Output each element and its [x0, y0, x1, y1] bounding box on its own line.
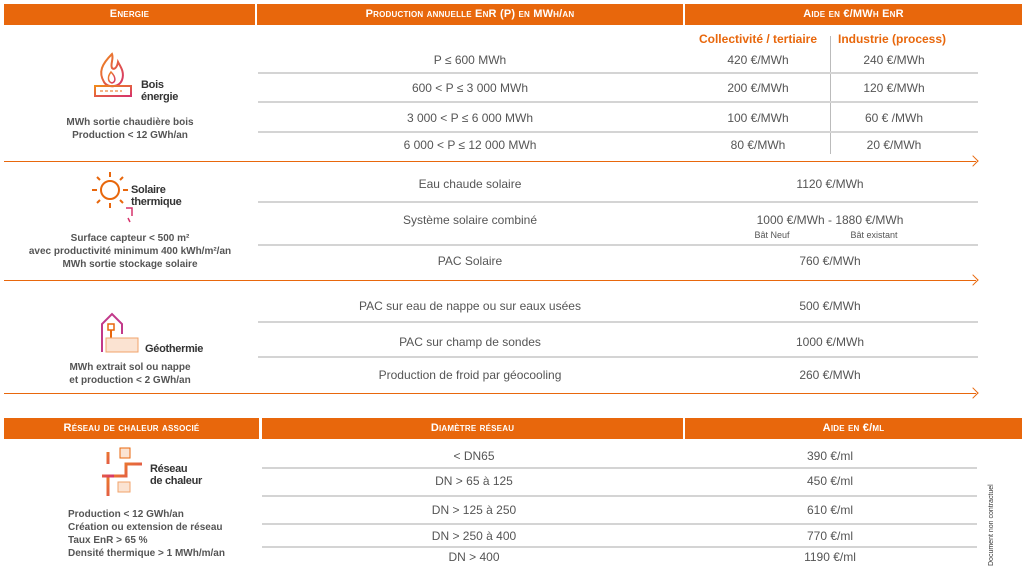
row-separator: [258, 101, 978, 103]
bois-description: MWh sortie chaudière bois Production < 1…: [66, 116, 193, 142]
reseau-description: Production < 12 GWh/an Création ou exten…: [68, 508, 225, 560]
header-reseau: Réseau de chaleur associé: [4, 418, 259, 439]
solaire-note-existant: Bât existant: [850, 230, 898, 240]
section-arrow-divider: [4, 161, 976, 162]
header-diametre: Diamètre réseau: [262, 418, 683, 439]
geothermie-aid: 500 €/MWh: [799, 299, 861, 313]
desc-line: MWh extrait sol ou nappe: [69, 362, 191, 373]
desc-line: Production < 12 GWh/an: [72, 130, 188, 141]
bois-logo-label: Bois énergie: [141, 79, 178, 103]
desc-line: avec productivité minimum 400 kWh/m²/an: [28, 246, 232, 257]
bois-aid-collectivite: 420 €/MWh: [727, 53, 789, 67]
logo-label-line: Réseau: [150, 463, 188, 475]
logo-label-line: thermique: [131, 196, 182, 208]
solar-thermal-icon: [92, 172, 133, 223]
reseau-aid: 390 €/ml: [806, 449, 854, 463]
solaire-aid: 1000 €/MWh - 1880 €/MWh: [756, 213, 904, 227]
row-separator: [258, 131, 978, 133]
header-aide-ml: Aide en €/ml: [685, 418, 1022, 439]
solaire-aid: 1120 €/MWh: [796, 177, 864, 191]
bois-production: P ≤ 600 MWh: [433, 53, 507, 67]
row-separator: [258, 201, 978, 203]
solaire-aid: 760 €/MWh: [799, 254, 861, 268]
reseau-aid: 610 €/ml: [806, 503, 854, 517]
side-note: Document non contractuel: [988, 484, 995, 566]
row-separator: [262, 495, 977, 497]
geothermie-description: MWh extrait sol ou nappe et production <…: [69, 361, 190, 387]
reseau-logo-label: Réseau de chaleur: [150, 463, 202, 487]
bois-aid-collectivite: 80 €/MWh: [730, 138, 786, 152]
bois-aid-industrie: 60 € /MWh: [864, 111, 924, 125]
header-production: Production annuelle EnR (P) en MWh/an: [257, 4, 683, 25]
subheader-collectivite: Collectivité / tertiaire: [698, 32, 818, 46]
bois-aid-collectivite: 200 €/MWh: [727, 81, 789, 95]
solaire-logo-label: Solaire thermique: [131, 184, 182, 208]
desc-line: Production < 12 GWh/an: [68, 509, 184, 520]
header-aide: Aide en €/MWh EnR: [685, 4, 1022, 25]
row-separator: [258, 356, 978, 358]
solaire-production: Eau chaude solaire: [418, 177, 522, 191]
reseau-aid: 450 €/ml: [806, 474, 854, 488]
row-separator: [258, 244, 978, 246]
geothermie-production: PAC sur eau de nappe ou sur eaux usées: [359, 299, 581, 313]
row-separator: [258, 321, 978, 323]
logo-label-line: de chaleur: [150, 475, 203, 487]
section-arrow-divider: [4, 393, 976, 394]
logo-label-line: énergie: [141, 91, 179, 103]
geothermie-logo-label: Géothermie: [145, 343, 203, 355]
header-energie: Energie: [4, 4, 255, 25]
bois-aid-industrie: 120 €/MWh: [863, 81, 925, 95]
bois-production: 600 < P ≤ 3 000 MWh: [411, 81, 529, 95]
desc-line: Taux EnR > 65 %: [68, 535, 148, 546]
geothermie-aid: 260 €/MWh: [799, 368, 861, 382]
reseau-aid: 770 €/ml: [806, 529, 854, 543]
section-arrow-divider: [4, 280, 976, 281]
solaire-description: Surface capteur < 500 m² avec productivi…: [29, 232, 231, 271]
row-separator: [262, 467, 977, 469]
geothermal-icon: [101, 312, 139, 353]
bois-aid-industrie: 20 €/MWh: [866, 138, 922, 152]
desc-line: Création ou extension de réseau: [68, 522, 223, 533]
geothermie-production: Production de froid par géocooling: [378, 368, 562, 382]
reseau-aid: 1190 €/ml: [804, 550, 856, 564]
bois-aid-industrie: 240 €/MWh: [863, 53, 925, 67]
logo-label-line: Solaire: [131, 184, 166, 196]
row-separator: [258, 72, 978, 74]
subheader-industrie: Industrie (process): [837, 32, 947, 46]
bois-production: 3 000 < P ≤ 6 000 MWh: [406, 111, 534, 125]
solaire-production: Système solaire combiné: [402, 213, 538, 227]
row-separator: [262, 546, 977, 548]
logo-label-line: Bois: [141, 79, 164, 91]
wood-fire-icon: [94, 52, 132, 97]
solaire-note-neuf: Bât Neuf: [754, 230, 790, 240]
desc-line: Surface capteur < 500 m²: [70, 233, 190, 244]
bois-production: 6 000 < P ≤ 12 000 MWh: [403, 138, 537, 152]
reseau-diameter: < DN65: [453, 449, 495, 463]
desc-line: Densité thermique > 1 MWh/m/an: [68, 548, 225, 559]
reseau-diameter: DN > 125 à 250: [431, 503, 517, 517]
desc-line: MWh sortie stockage solaire: [62, 259, 198, 270]
row-separator: [262, 523, 977, 525]
heat-network-icon: [102, 447, 142, 498]
solaire-production: PAC Solaire: [437, 254, 503, 268]
desc-line: et production < 2 GWh/an: [69, 375, 191, 386]
reseau-diameter: DN > 400: [448, 550, 500, 564]
reseau-diameter: DN > 250 à 400: [431, 529, 517, 543]
column-divider: [830, 36, 831, 154]
reseau-diameter: DN > 65 à 125: [435, 474, 513, 488]
bois-aid-collectivite: 100 €/MWh: [727, 111, 789, 125]
desc-line: MWh sortie chaudière bois: [66, 117, 194, 128]
geothermie-production: PAC sur champ de sondes: [399, 335, 541, 349]
geothermie-aid: 1000 €/MWh: [795, 335, 865, 349]
logo-label-line: Géothermie: [145, 343, 204, 355]
